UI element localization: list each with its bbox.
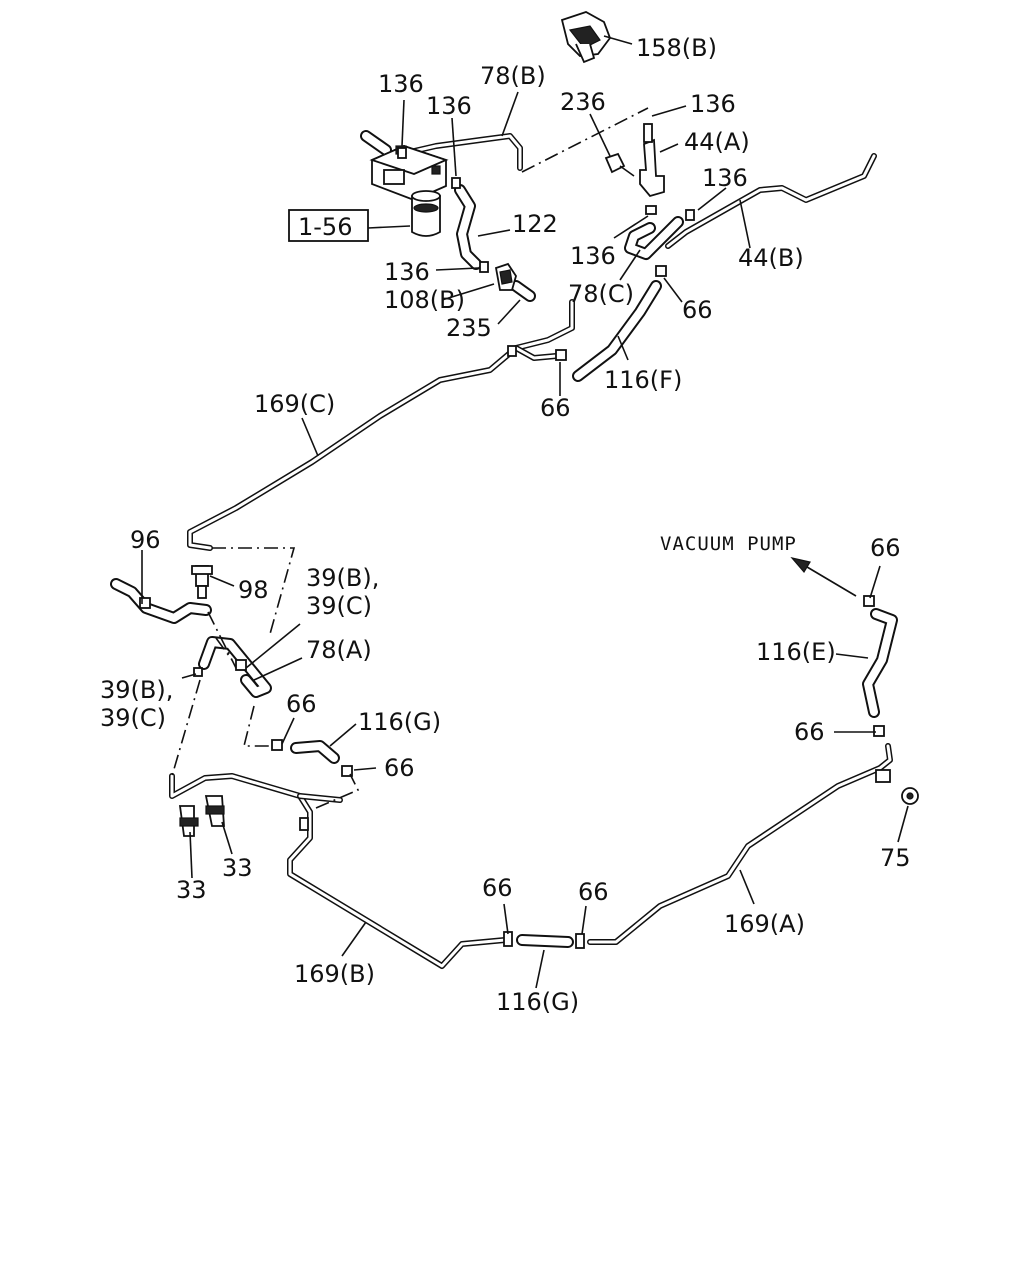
callout-78b: 78(B)	[480, 62, 546, 90]
callout-66: 66	[578, 878, 609, 906]
callout-169c: 169(C)	[254, 390, 335, 418]
callout-39bc: 39(C)	[100, 704, 166, 732]
callout-96: 96	[130, 526, 161, 554]
fitting-108b	[494, 262, 517, 291]
connector-158b	[560, 11, 612, 64]
callout-labels: 158(B) 136 78(B) 136 236 136 44(A) 136 1…	[100, 34, 911, 1016]
callout-116g: 116(G)	[496, 988, 579, 1016]
callout-169b: 169(B)	[294, 960, 375, 988]
vacuum-pump-arrow	[790, 557, 857, 597]
callout-116f: 116(F)	[604, 366, 682, 394]
hose-116g-lower	[516, 934, 574, 948]
bolt-98	[191, 565, 213, 599]
hose-78c	[624, 216, 684, 260]
callout-44a: 44(A)	[684, 128, 750, 156]
callout-136: 136	[570, 242, 616, 270]
clip-33-left	[178, 805, 199, 837]
pipe-169a	[587, 743, 893, 945]
callout-136: 136	[702, 164, 748, 192]
callout-1-56: 1-56	[298, 213, 352, 241]
callout-75: 75	[880, 844, 911, 872]
pipe-44b	[665, 153, 877, 249]
vacuum-pump-label: VACUUM PUMP	[660, 533, 797, 555]
callout-116g: 116(G)	[358, 708, 441, 736]
fitting-44a	[604, 123, 665, 198]
callout-136: 136	[378, 70, 424, 98]
pipe-169c	[187, 299, 575, 551]
callout-39bc: 39(C)	[306, 592, 372, 620]
callout-78a: 78(A)	[306, 636, 372, 664]
callout-116e: 116(E)	[756, 638, 836, 666]
hose-235	[510, 280, 536, 302]
callout-136: 136	[426, 92, 472, 120]
callout-66: 66	[482, 874, 513, 902]
callout-66: 66	[384, 754, 415, 782]
callout-44b: 44(B)	[738, 244, 804, 272]
hose-116f	[572, 280, 662, 382]
callout-78c: 78(C)	[568, 280, 634, 308]
callout-66: 66	[870, 534, 901, 562]
leader-lines	[141, 35, 909, 989]
hose-116g-upper	[290, 740, 340, 764]
vacuum-switching-valve	[369, 145, 449, 237]
hose-122	[454, 184, 482, 270]
callout-236: 236	[560, 88, 606, 116]
grommet-75	[875, 769, 919, 805]
callout-98: 98	[238, 576, 269, 604]
hose-116e	[862, 608, 898, 718]
callout-39bc: 39(B),	[100, 676, 173, 704]
section-reference-box	[288, 209, 369, 242]
callout-169a: 169(A)	[724, 910, 805, 938]
pipe-169b	[169, 773, 508, 969]
clip-33-right	[204, 795, 225, 827]
callout-33: 33	[176, 876, 207, 904]
callout-136: 136	[384, 258, 430, 286]
callout-136: 136	[690, 90, 736, 118]
callout-66: 66	[540, 394, 571, 422]
callout-66: 66	[794, 718, 825, 746]
callout-108b: 108(B)	[384, 286, 465, 314]
hose-clamps	[139, 147, 885, 949]
callout-39bc: 39(B),	[306, 564, 379, 592]
callout-66: 66	[286, 690, 317, 718]
callout-122: 122	[512, 210, 558, 238]
dash-links	[171, 107, 649, 809]
hose-small-inlet	[360, 130, 392, 156]
pipe-78b	[407, 133, 523, 171]
callout-158b: 158(B)	[636, 34, 717, 62]
callout-33: 33	[222, 854, 253, 882]
callout-66: 66	[682, 296, 713, 324]
callout-235: 235	[446, 314, 492, 342]
hose-96	[110, 578, 212, 624]
